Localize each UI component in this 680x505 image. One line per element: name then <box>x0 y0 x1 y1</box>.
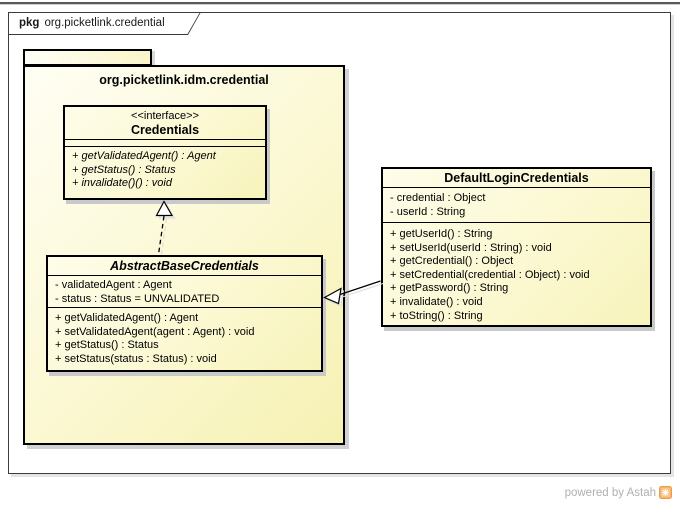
member-row: + setUserId(userId : String) : void <box>390 241 552 254</box>
package-tab[interactable] <box>23 49 152 66</box>
member-row: - validatedAgent : Agent <box>55 279 172 291</box>
member-row: + setStatus(status : Status) : void <box>55 352 217 365</box>
frame-tab-fill <box>9 13 200 34</box>
member-row: + getPassword() : String <box>390 282 509 295</box>
frame-title-tab[interactable]: pkg org.picketlink.credential <box>8 12 201 35</box>
member-row: + getValidatedAgent() : Agent <box>72 150 216 162</box>
credentials-stereotype: <<interface>> <box>131 110 199 122</box>
window-top-edge <box>0 2 680 5</box>
member-row: + invalidate()() : void <box>72 177 172 190</box>
credentials-operations: + getValidatedAgent() : Agent+ getStatus… <box>65 147 265 191</box>
member-row: + getUserId() : String <box>390 228 493 240</box>
class-credentials[interactable]: <<interface>> Credentials + getValidated… <box>63 105 267 200</box>
frame-tab-label: pkg org.picketlink.credential <box>19 12 165 34</box>
frame-kind-label: pkg <box>19 17 40 29</box>
member-row: + getStatus() : Status <box>55 339 159 352</box>
member-row: - status : Status = UNVALIDATED <box>55 292 220 305</box>
class-default-login-credentials[interactable]: DefaultLoginCredentials - credential : O… <box>381 167 652 327</box>
member-row: + toString() : String <box>390 309 483 322</box>
member-row: - userId : String <box>390 205 466 218</box>
diagram-frame <box>8 12 671 474</box>
class-abstract-base-credentials[interactable]: AbstractBaseCredentials - validatedAgent… <box>46 255 323 372</box>
abc-attributes: - validatedAgent : Agent- status : Statu… <box>48 276 321 308</box>
astah-logo-icon <box>659 486 672 499</box>
member-row: + getStatus() : Status <box>72 163 176 176</box>
dlc-class-name: DefaultLoginCredentials <box>444 171 589 185</box>
frame-name-label: org.picketlink.credential <box>44 17 165 29</box>
member-row: + setValidatedAgent(agent : Agent) : voi… <box>55 325 255 338</box>
credentials-class-name: Credentials <box>130 123 200 137</box>
member-row: + getCredential() : Object <box>390 255 514 268</box>
package-name: org.picketlink.idm.credential <box>99 73 269 87</box>
member-row: - credential : Object <box>390 192 486 204</box>
dlc-name-compartment: DefaultLoginCredentials <box>383 169 650 188</box>
abc-operations: + getValidatedAgent() : Agent+ setValida… <box>48 308 321 366</box>
watermark-text: powered by Astah <box>564 487 656 499</box>
member-row: + invalidate() : void <box>390 295 483 308</box>
dlc-operations: + getUserId() : String+ setUserId(userId… <box>383 223 650 323</box>
member-row: + getValidatedAgent() : Agent <box>55 312 199 324</box>
member-row: + setCredential(credential : Object) : v… <box>390 268 590 281</box>
credentials-name-compartment: <<interface>> Credentials <box>65 107 265 140</box>
abc-name-compartment: AbstractBaseCredentials <box>48 257 321 276</box>
credentials-attributes <box>65 140 265 147</box>
dlc-attributes: - credential : Object- userId : String <box>383 188 650 223</box>
abc-class-name: AbstractBaseCredentials <box>110 259 259 273</box>
